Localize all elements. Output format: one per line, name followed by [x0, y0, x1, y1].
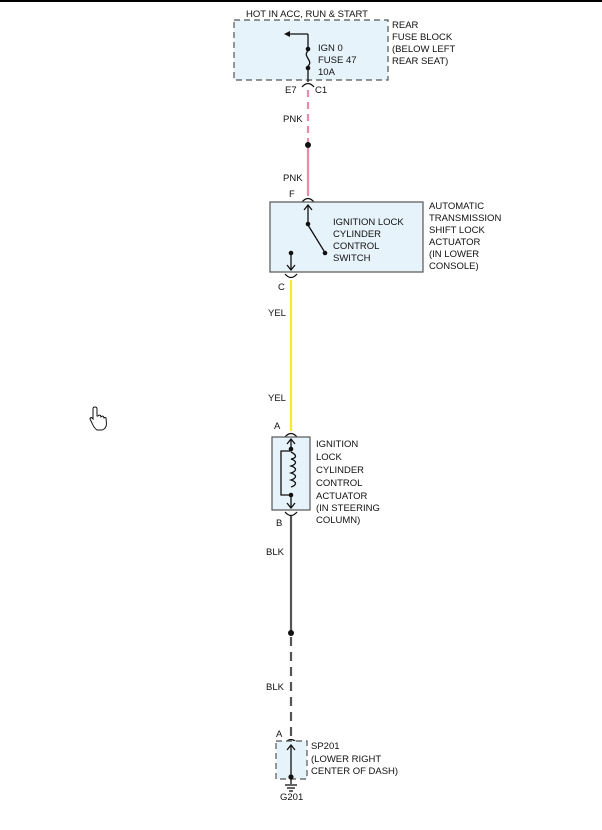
shift-lock-name-2: TRANSMISSION: [429, 213, 501, 224]
switch-pivot: [305, 221, 311, 227]
c1-connector-icon: [301, 82, 315, 88]
splice-sp201: A SP201 (LOWER RIGHT CENTER OF DASH) G20…: [275, 729, 398, 803]
fuse-block-name-3: (BELOW LEFT: [392, 44, 456, 55]
lock-actuator-name-2: LOCK: [316, 452, 343, 463]
splice-pin-a-label: A: [276, 729, 283, 740]
lock-actuator-name-1: IGNITION: [316, 439, 358, 450]
hand-pointer-shape: [89, 406, 108, 431]
lock-actuator-name-6: (IN STEERING: [316, 503, 380, 514]
lock-actuator-name-7: COLUMN): [316, 515, 360, 526]
fuse-label-line-3: 10A: [318, 67, 336, 78]
switch-label-3: CONTROL: [333, 241, 379, 252]
switch-label-1: IGNITION LOCK: [333, 217, 404, 228]
lock-actuator-name-5: ACTUATOR: [316, 491, 368, 502]
hand-pointer-icon: [89, 406, 108, 431]
shift-lock-name-3: SHIFT LOCK: [429, 225, 485, 236]
fuse-terminal-top: [305, 46, 311, 52]
pin-b-label: B: [276, 518, 282, 529]
lock-actuator-name-3: CYLINDER: [316, 465, 364, 476]
switch-contact-open: [322, 250, 328, 256]
switch-label-4: SWITCH: [333, 253, 371, 264]
pin-c-label: C: [278, 282, 285, 293]
actuator-coil-icon: [288, 451, 297, 488]
actuator-bypass-line: [280, 450, 291, 496]
pin-a-connector-icon: [284, 432, 298, 438]
connector-e7-label: E7: [285, 85, 297, 96]
fuse-element-icon: [305, 50, 311, 67]
pin-a-label: A: [274, 421, 281, 432]
switch-label-2: CYLINDER: [333, 229, 381, 240]
fuse-block-header: HOT IN ACC, RUN & START: [246, 9, 368, 20]
pink-wire: PNK PNK: [283, 90, 311, 196]
yellow-wire-label-bottom: YEL: [268, 393, 286, 404]
fuse-block-name-2: FUSE BLOCK: [392, 32, 453, 43]
black-wire: BLK BLK: [266, 516, 294, 737]
pin-b-connector-icon: [284, 511, 298, 517]
pin-c-connector-icon: [284, 273, 298, 279]
lock-cylinder-actuator: A B IGNITION LOCK CYLINDER CONTROL ACTUA…: [271, 421, 380, 529]
pin-f-connector-icon: [301, 197, 315, 203]
top-border: [0, 0, 602, 2]
lock-actuator-name-4: CONTROL: [316, 478, 362, 489]
pin-c-arrow-icon: [286, 264, 296, 272]
shift-lock-name-5: (IN LOWER: [429, 249, 479, 260]
shift-lock-name-6: CONSOLE): [429, 261, 479, 272]
black-wire-label-top: BLK: [266, 547, 285, 558]
splice-name-1: SP201: [311, 741, 340, 752]
fuse-label-line-1: IGN 0: [318, 43, 343, 54]
pink-wire-label-top: PNK: [283, 114, 303, 125]
actuator-terminal-bottom: [288, 492, 294, 498]
pin-b-arrow-icon: [286, 502, 296, 510]
pink-wire-label-bottom: PNK: [283, 173, 303, 184]
fuse-block-box: [233, 19, 389, 81]
fuse-block-name-4: REAR SEAT): [392, 56, 448, 67]
pin-f-label: F: [289, 189, 295, 200]
yellow-wire-label-top: YEL: [268, 308, 286, 319]
switch-contact-closed: [288, 250, 294, 256]
pink-wire-junction: [305, 142, 311, 148]
fuse-bus-arrow-icon: [284, 31, 290, 37]
switch-blade-icon: [307, 224, 325, 252]
splice-terminal: [288, 774, 294, 780]
splice-name-3: CENTER OF DASH): [311, 766, 398, 777]
ground-g201-label: G201: [280, 792, 303, 803]
fuse-terminal-bottom: [305, 65, 311, 71]
fuse-block-name-1: REAR: [392, 20, 419, 31]
actuator-terminal-top: [288, 446, 294, 452]
connector-c1-label: C1: [315, 85, 327, 96]
black-wire-junction: [288, 630, 294, 636]
shift-lock-name-4: ACTUATOR: [429, 237, 481, 248]
shift-lock-actuator-box: [269, 201, 424, 273]
fuse-label-line-2: FUSE 47: [318, 55, 357, 66]
fuse-block: HOT IN ACC, RUN & START IGN 0 FUSE 47 10…: [233, 9, 456, 96]
black-wire-label-bottom: BLK: [266, 682, 285, 693]
shift-lock-name-1: AUTOMATIC: [429, 201, 484, 212]
shift-lock-actuator: F IGNITION LOCK CYLINDER CONTROL SWITCH …: [269, 189, 501, 293]
yellow-wire: YEL YEL: [268, 280, 293, 431]
splice-name-2: (LOWER RIGHT: [311, 754, 381, 765]
